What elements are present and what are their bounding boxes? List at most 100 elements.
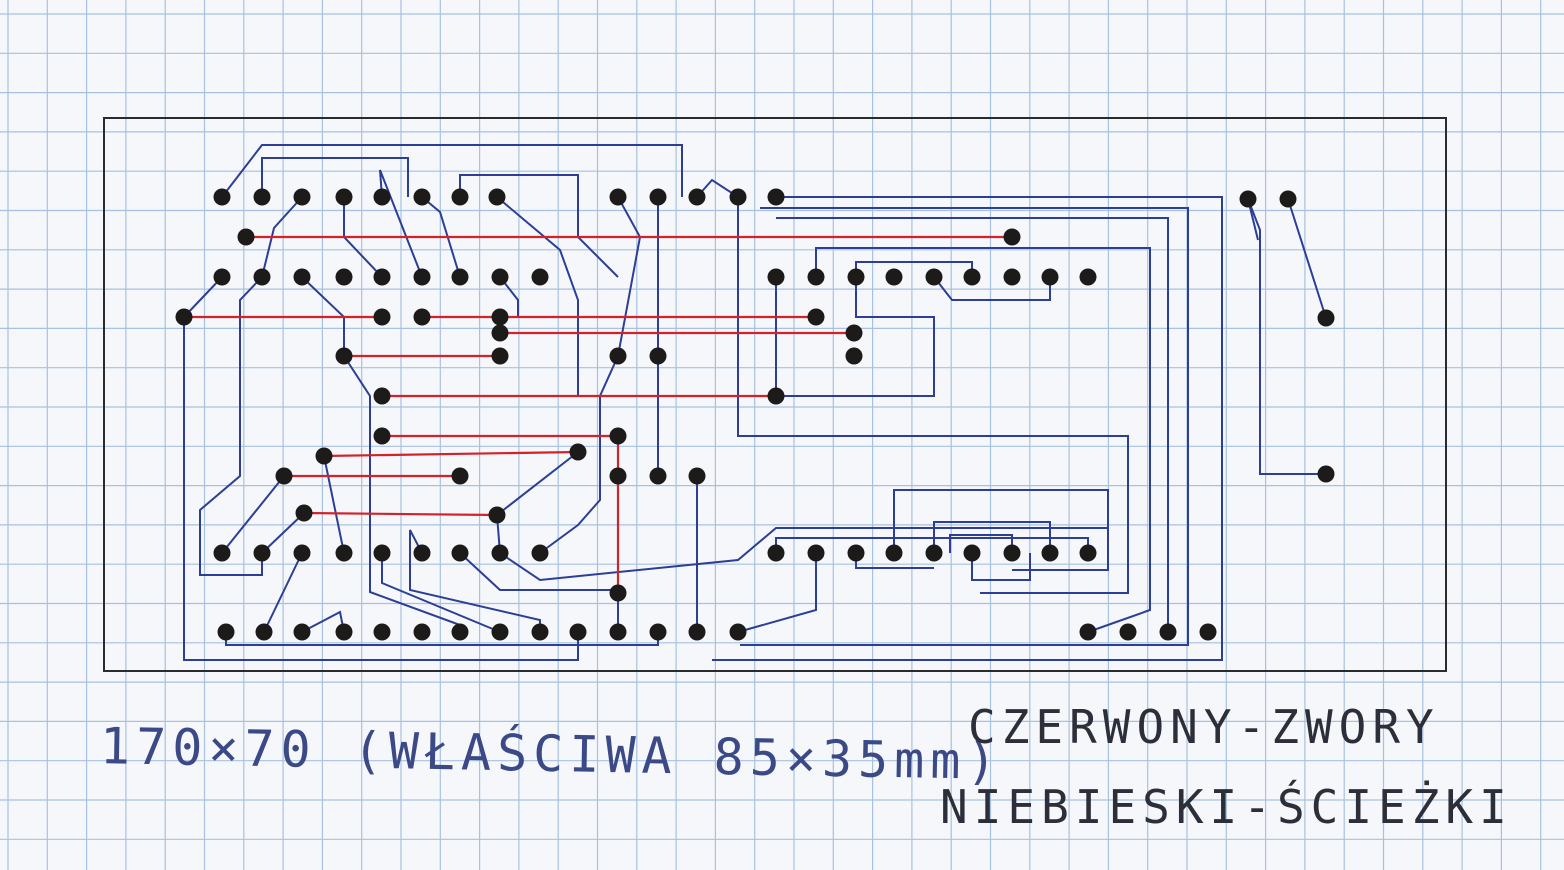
solder-pad (373, 544, 391, 562)
blue-trace (893, 489, 1109, 571)
solder-pad (1279, 190, 1297, 208)
solder-pad (767, 544, 785, 562)
solder-pad (649, 188, 667, 206)
solder-pad (531, 623, 549, 641)
solder-pad (451, 188, 469, 206)
solder-pad (1003, 544, 1021, 562)
blue-trace (499, 276, 519, 317)
solder-pad (253, 268, 271, 286)
solder-pad (451, 544, 469, 562)
solder-pad (688, 623, 706, 641)
red-jumpers (184, 235, 1012, 593)
solder-pad (688, 188, 706, 206)
solder-pad (1041, 544, 1059, 562)
blue-trace (261, 157, 409, 197)
solder-pad (609, 347, 627, 365)
solder-pad (963, 544, 981, 562)
solder-pad (335, 544, 353, 562)
blue-trace (1247, 198, 1326, 475)
solder-pad (1199, 623, 1217, 641)
solder-pad (569, 623, 587, 641)
blue-trace (381, 553, 501, 633)
legend-red-jumpers: CZERWONY-ZWORY (968, 700, 1440, 754)
solder-pad (217, 623, 235, 641)
solder-pad (335, 623, 353, 641)
blue-trace (459, 174, 619, 278)
solder-pad (491, 268, 509, 286)
blue-trace (496, 196, 579, 396)
blue-trace (221, 144, 683, 198)
blue-trace (855, 261, 973, 277)
solder-pad (649, 467, 667, 485)
solder-pads (175, 188, 1335, 641)
solder-pad (373, 188, 391, 206)
blue-trace (495, 451, 579, 554)
red-jumper-wire (323, 450, 579, 458)
board-outline (103, 117, 1447, 672)
blue-trace (737, 197, 1129, 594)
solder-pad (255, 623, 273, 641)
blue-trace (409, 529, 541, 632)
solder-pad (413, 268, 431, 286)
solder-pad (609, 623, 627, 641)
solder-pad (1119, 623, 1137, 641)
blue-trace (263, 552, 303, 633)
solder-pad (1041, 268, 1059, 286)
solder-pad (767, 268, 785, 286)
solder-pad (373, 268, 391, 286)
blue-trace (949, 534, 1013, 553)
legend-blue-traces: NIEBIESKI-ŚCIEŻKI (940, 780, 1513, 834)
blue-trace (933, 521, 1051, 553)
solder-pad (413, 544, 431, 562)
solder-pad (845, 324, 863, 342)
solder-pad (569, 443, 587, 461)
blue-trace (183, 276, 223, 318)
blue-trace (539, 355, 619, 554)
solder-pad (649, 623, 667, 641)
solder-pad (293, 623, 311, 641)
solder-pad (885, 544, 903, 562)
solder-pad (293, 544, 311, 562)
solder-pad (491, 544, 509, 562)
solder-pad (373, 623, 391, 641)
solder-pad (451, 268, 469, 286)
solder-pad (293, 268, 311, 286)
solder-pad (237, 228, 255, 246)
blue-trace (221, 475, 285, 554)
solder-pad (609, 584, 627, 602)
solder-pad (1239, 190, 1257, 208)
solder-pad (373, 427, 391, 445)
solder-pad (925, 268, 943, 286)
solder-pad (729, 623, 747, 641)
red-jumper-wire (303, 511, 498, 517)
solder-pad (729, 188, 747, 206)
solder-pad (491, 347, 509, 365)
solder-pad (807, 308, 825, 326)
blue-trace (1287, 198, 1327, 319)
solder-pad (335, 347, 353, 365)
solder-pad (609, 427, 627, 445)
blue-trace (261, 512, 305, 554)
solder-pad (413, 623, 431, 641)
solder-pad (488, 188, 506, 206)
solder-pad (531, 268, 549, 286)
solder-pad (531, 544, 549, 562)
solder-pad (451, 467, 469, 485)
solder-pad (213, 544, 231, 562)
solder-pad (688, 467, 706, 485)
solder-pad (373, 387, 391, 405)
solder-pad (413, 188, 431, 206)
blue-trace (261, 196, 303, 278)
solder-pad (295, 504, 313, 522)
solder-pad (925, 544, 943, 562)
solder-pad (1317, 465, 1335, 483)
blue-trace (971, 553, 1031, 581)
blue-trace (776, 217, 1169, 632)
solder-pad (293, 188, 311, 206)
solder-pad (767, 188, 785, 206)
solder-pad (1317, 309, 1335, 327)
solder-pad (1159, 623, 1177, 641)
solder-pad (609, 188, 627, 206)
solder-pad (213, 188, 231, 206)
